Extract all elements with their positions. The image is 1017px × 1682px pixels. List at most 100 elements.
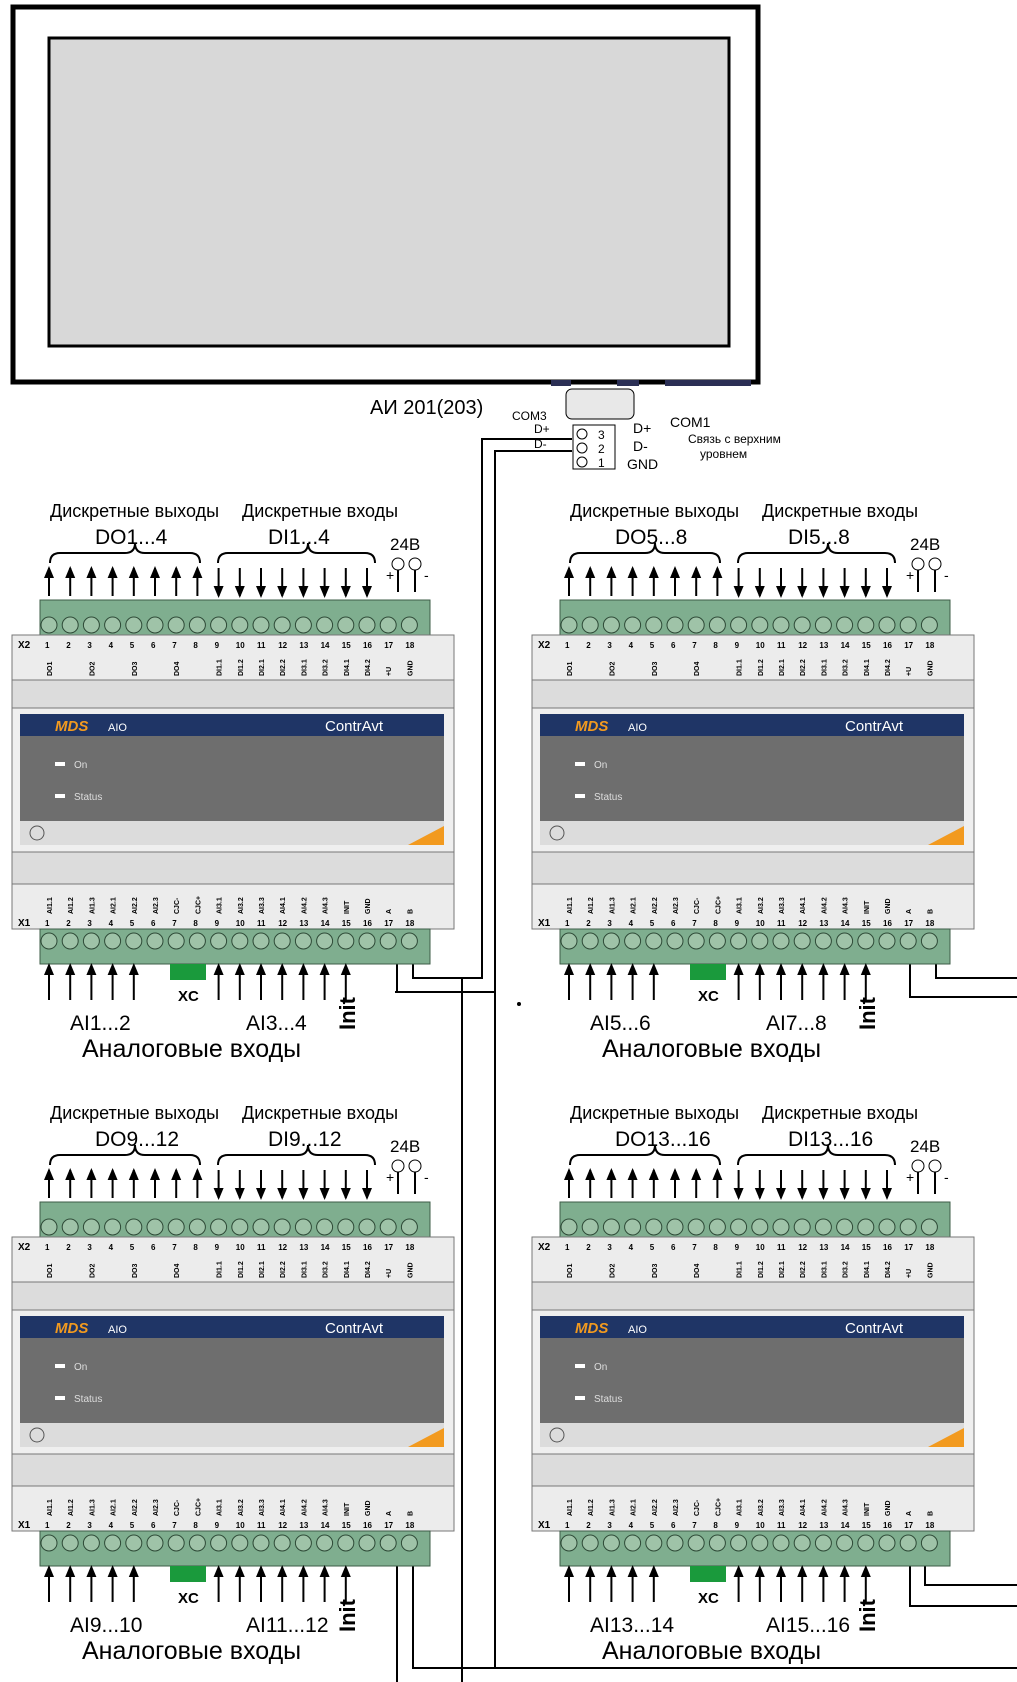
bottom-terminal-number: 7 (692, 1521, 697, 1530)
top-terminal-number: 8 (193, 1243, 198, 1252)
top-screw (624, 616, 642, 634)
input-arrowhead (362, 586, 372, 598)
bottom-signal-label: AI1.3 (89, 1499, 96, 1516)
top-signal-label: GND (927, 1262, 934, 1278)
top-terminal-number: 14 (321, 1243, 330, 1252)
bottom-screw (793, 932, 811, 950)
top-terminal-number: 6 (671, 1243, 676, 1252)
stray-dot (517, 1002, 521, 1006)
ai-range-b: AI7...8 (766, 1012, 827, 1035)
bottom-screw (581, 932, 599, 950)
analog-input-arrowhead (256, 1565, 266, 1577)
top-screw (899, 616, 917, 634)
terminal-screw (576, 428, 588, 440)
bottom-screw (358, 1534, 376, 1552)
top-screw (273, 616, 291, 634)
input-arrowhead (213, 586, 224, 598)
com1-label: COM1 (670, 414, 711, 430)
ai-title: Аналоговые входы (82, 1637, 301, 1665)
top-signal-label: DI4.1 (864, 659, 871, 676)
input-arrowhead (234, 1188, 245, 1200)
top-terminal-number: 1 (45, 641, 50, 650)
output-arrowhead (648, 1168, 659, 1180)
output-arrowhead (171, 1168, 182, 1180)
output-arrowhead (65, 566, 76, 578)
analog-input-arrowhead (298, 963, 309, 975)
top-terminal-number: 4 (629, 1243, 634, 1252)
ai-range-a: AI9...10 (70, 1614, 142, 1637)
input-arrowhead (882, 586, 892, 598)
x1-label: X1 (538, 918, 551, 929)
bottom-terminal-number: 15 (862, 919, 871, 928)
top-signal-label: DI1.2 (238, 1261, 245, 1278)
analog-input-arrowhead (776, 1565, 786, 1577)
top-signal-label: GND (407, 660, 414, 676)
output-arrowhead (564, 566, 574, 578)
bottom-terminal-number: 4 (109, 919, 114, 928)
do-range: DO13...16 (615, 1128, 711, 1151)
bottom-screw (899, 1534, 917, 1552)
top-screw (730, 616, 748, 634)
bottom-terminal-number: 4 (629, 1521, 634, 1530)
rs485-bus (395, 438, 1017, 1682)
top-screw (273, 1218, 291, 1236)
top-terminal-number: 4 (629, 641, 634, 650)
top-terminal-number: 12 (278, 641, 287, 650)
top-terminal-number: 3 (87, 1243, 92, 1252)
top-screw (602, 1218, 620, 1236)
output-arrowhead (670, 566, 680, 578)
analog-input-arrowhead (319, 963, 330, 975)
bottom-screw (104, 1534, 122, 1552)
led-status-label: Status (594, 1394, 622, 1405)
top-signal-label: GND (927, 660, 934, 676)
bottom-terminal-number: 9 (735, 919, 740, 928)
analog-input-arrowhead (107, 1565, 118, 1577)
bottom-terminal-number: 11 (257, 1521, 266, 1530)
analog-input-arrowhead (818, 1565, 829, 1577)
bottom-screw (560, 932, 578, 950)
top-screw (146, 1218, 164, 1236)
brand-mds: MDS (55, 1320, 88, 1337)
top-screw (125, 616, 143, 634)
bottom-screw (400, 1534, 418, 1552)
top-signal-label: DI2.1 (259, 1261, 266, 1278)
bottom-signal-label: B (407, 1511, 414, 1516)
analog-input-arrowhead (797, 1565, 808, 1577)
top-terminal-number: 17 (384, 1243, 393, 1252)
input-arrowhead (839, 1188, 850, 1200)
bottom-signal-label: AI3.3 (259, 1499, 266, 1516)
bottom-screw (231, 1534, 249, 1552)
m1-wire-b (412, 960, 462, 979)
top-terminal-number: 10 (236, 1243, 245, 1252)
output-arrowhead (150, 1168, 160, 1180)
top-terminal-number: 4 (109, 641, 114, 650)
analog-input-arrowhead (627, 963, 638, 975)
top-terminal-number: 9 (215, 641, 220, 650)
output-arrowhead (564, 1168, 574, 1180)
analog-input-arrowhead (234, 1565, 245, 1577)
bottom-signal-label: AI4.1 (280, 897, 287, 914)
bottom-screw (273, 932, 291, 950)
top-signal-label: DI2.1 (779, 1261, 786, 1278)
top-terminal-number: 5 (650, 1243, 655, 1252)
input-arrowhead (256, 586, 266, 598)
bottom-screw (379, 932, 397, 950)
output-arrowhead (691, 566, 702, 578)
top-screw (104, 1218, 122, 1236)
top-terminal-number: 10 (756, 641, 765, 650)
pin-number-2: 2 (598, 442, 605, 456)
top-screw (104, 616, 122, 634)
bottom-terminal-number: 12 (278, 1521, 287, 1530)
input-arrowhead (860, 1188, 871, 1200)
analog-input-arrowhead (606, 1565, 617, 1577)
top-terminal-number: 12 (798, 641, 807, 650)
init-label: Init (335, 1598, 360, 1632)
top-screw (167, 1218, 185, 1236)
top-screw (316, 616, 334, 634)
top-terminal-number: 7 (172, 1243, 177, 1252)
bottom-signal-label: AI2.1 (111, 897, 118, 914)
analog-input-arrowhead (277, 1565, 288, 1577)
brand-maker: ContrAvt (845, 718, 904, 735)
bottom-screw (581, 1534, 599, 1552)
